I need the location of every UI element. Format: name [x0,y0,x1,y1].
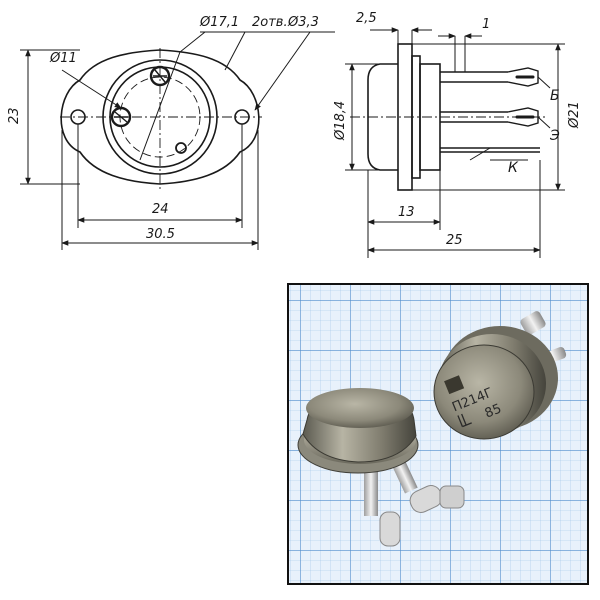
side-view-drawing [345,27,565,258]
dim-overall-width-label: 30.5 [146,227,175,242]
pin-bottom [175,142,187,154]
pin-circle-dashed [119,76,201,158]
front-view-drawing [20,31,335,250]
dim-flange-thickness-label: 2,5 [356,11,377,26]
photo-marking-year: 85 [483,401,504,421]
centerlines [60,48,262,190]
transistor-left [297,388,465,547]
dim-holes-dia-label: Ø3,3 [287,15,319,30]
logo-stamp [444,375,465,395]
side-pin-collector [440,147,540,153]
dim-height-label: 23 [7,107,22,124]
dim-holes-note-label: 2отв. [252,15,288,30]
dim-body-dia-label: Ø18,4 [333,101,348,141]
dim-pin-spacing-label: 1 [482,17,490,32]
photo-frame [287,283,589,585]
dim-pin-circle-label: Ø11 [49,51,77,66]
photo-panel: П214Г 85 [287,283,589,585]
dim-body-length-label: 13 [398,205,415,220]
dim-hole-spacing-label: 24 [152,202,169,217]
transistor-right: П214Г 85 [433,311,567,440]
pin-label-base: Б [550,88,560,104]
dim-flange-dia-label: Ø21 [567,101,582,129]
pin-label-collector: К [508,160,519,176]
pin-label-emitter: Э [549,128,560,144]
dim-hole-circle-label: Ø17,1 [199,15,239,30]
dim-overall-length-label: 25 [446,233,463,248]
